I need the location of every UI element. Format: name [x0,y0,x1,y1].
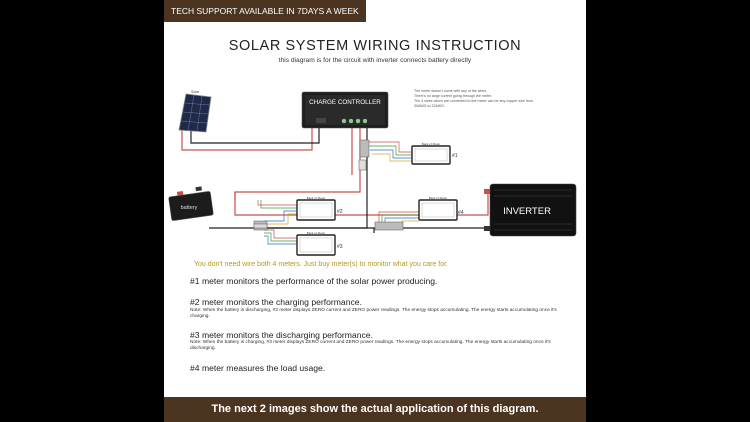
sense-wire-1-yellow [372,153,412,162]
meter-tip: You don't need wire both 4 meters. Just … [194,261,448,268]
explanation-1: #1 meter monitors the performance of the… [190,276,438,286]
sense-wire-3-blue [264,235,297,245]
solar-panel: Solar [178,90,212,133]
meter-1: Back of Meter #1 [411,142,458,165]
sense-wire-1-green [369,145,412,156]
inverter-pos-terminal [484,189,490,194]
meter-3: Back of Meter #3 [296,231,343,256]
footer-banner: The next 2 images show the actual applic… [164,397,586,422]
meter-2-label: #2 [337,209,343,215]
sense-wire-3-red [264,229,297,239]
battery: battery [168,186,214,221]
sense-wire-2-green [260,200,297,209]
shunt-4 [374,221,404,231]
sense-wire-2-red [257,200,297,206]
charge-controller: CHARGE CONTROLLER [301,91,389,129]
controller-terminal-4 [362,118,368,124]
sense-wire-4-yellow [401,220,419,226]
controller-terminal-2 [348,118,354,124]
charge-controller-label: CHARGE CONTROLLER [309,99,381,106]
shunt-1 [359,139,370,158]
controller-terminal-3 [355,118,361,124]
meter-4-caption: Back of Meter [429,196,448,200]
explanation-3-note: Note: When the battery is charging, #3 m… [190,340,551,351]
explanation-4: #4 meter measures the load usage. [190,363,326,373]
meter-1-label: #1 [452,153,458,159]
instruction-card: TECH SUPPORT AVAILABLE IN 7DAYS A WEEK S… [164,0,586,422]
sense-wire-2-blue [264,210,297,222]
wire-solar-neg [190,128,320,144]
wire-note-line-3: The 4 wires which are connected to the m… [414,99,534,103]
shunt-3 [253,223,268,229]
meter-3-caption: Back of Meter [307,231,326,235]
shunts [253,139,404,231]
inverter-label: INVERTER [503,206,551,217]
wire-solar-pos [181,128,313,151]
sense-wire-2-yellow [267,213,297,225]
meter-2: Back of Meter #2 [296,196,343,221]
sense-wire-1-blue [370,149,412,159]
sense-wire-3-green [264,232,297,242]
wire-controller-out-pos [234,128,361,200]
wiring-diagram: Solar CHARGE CONTROLLER [168,90,577,256]
controller-indicator [316,118,326,123]
wire-note-line-2: There's no large current going through t… [414,94,492,98]
controller-terminal-1 [341,118,347,124]
tech-support-banner: TECH SUPPORT AVAILABLE IN 7DAYS A WEEK [164,0,366,22]
sense-wire-1-red [367,141,412,153]
solar-panel-label: Solar [191,90,200,94]
meter-3-label: #3 [337,244,343,250]
diagram-title: SOLAR SYSTEM WIRING INSTRUCTION [228,38,522,54]
explanation-3: #3 meter monitors the discharging perfor… [190,330,373,340]
meter-1-caption: Back of Meter [422,142,441,146]
explanation-2-note: Note: When the battery is discharging, #… [190,308,557,319]
meter-2-caption: Back of Meter [307,196,326,200]
battery-label: battery [181,205,198,211]
wire-battery-pos-bus [234,192,489,216]
shunt-1-cover [358,159,367,171]
wire-note-line-4: 30AWG to 22AWG. [414,104,445,108]
diagram-subtitle: this diagram is for the circuit with inv… [278,57,472,64]
inverter-neg-terminal [484,226,490,231]
meter-4: Back of Meter #4 [418,196,464,221]
inverter: INVERTER [484,183,577,237]
explanation-2: #2 meter monitors the charging performan… [190,297,362,307]
meter-4-label: #4 [458,210,464,216]
sense-wire-4-red [378,211,419,226]
wire-note-line-1: The meter doesn't come with any of the w… [414,89,488,93]
